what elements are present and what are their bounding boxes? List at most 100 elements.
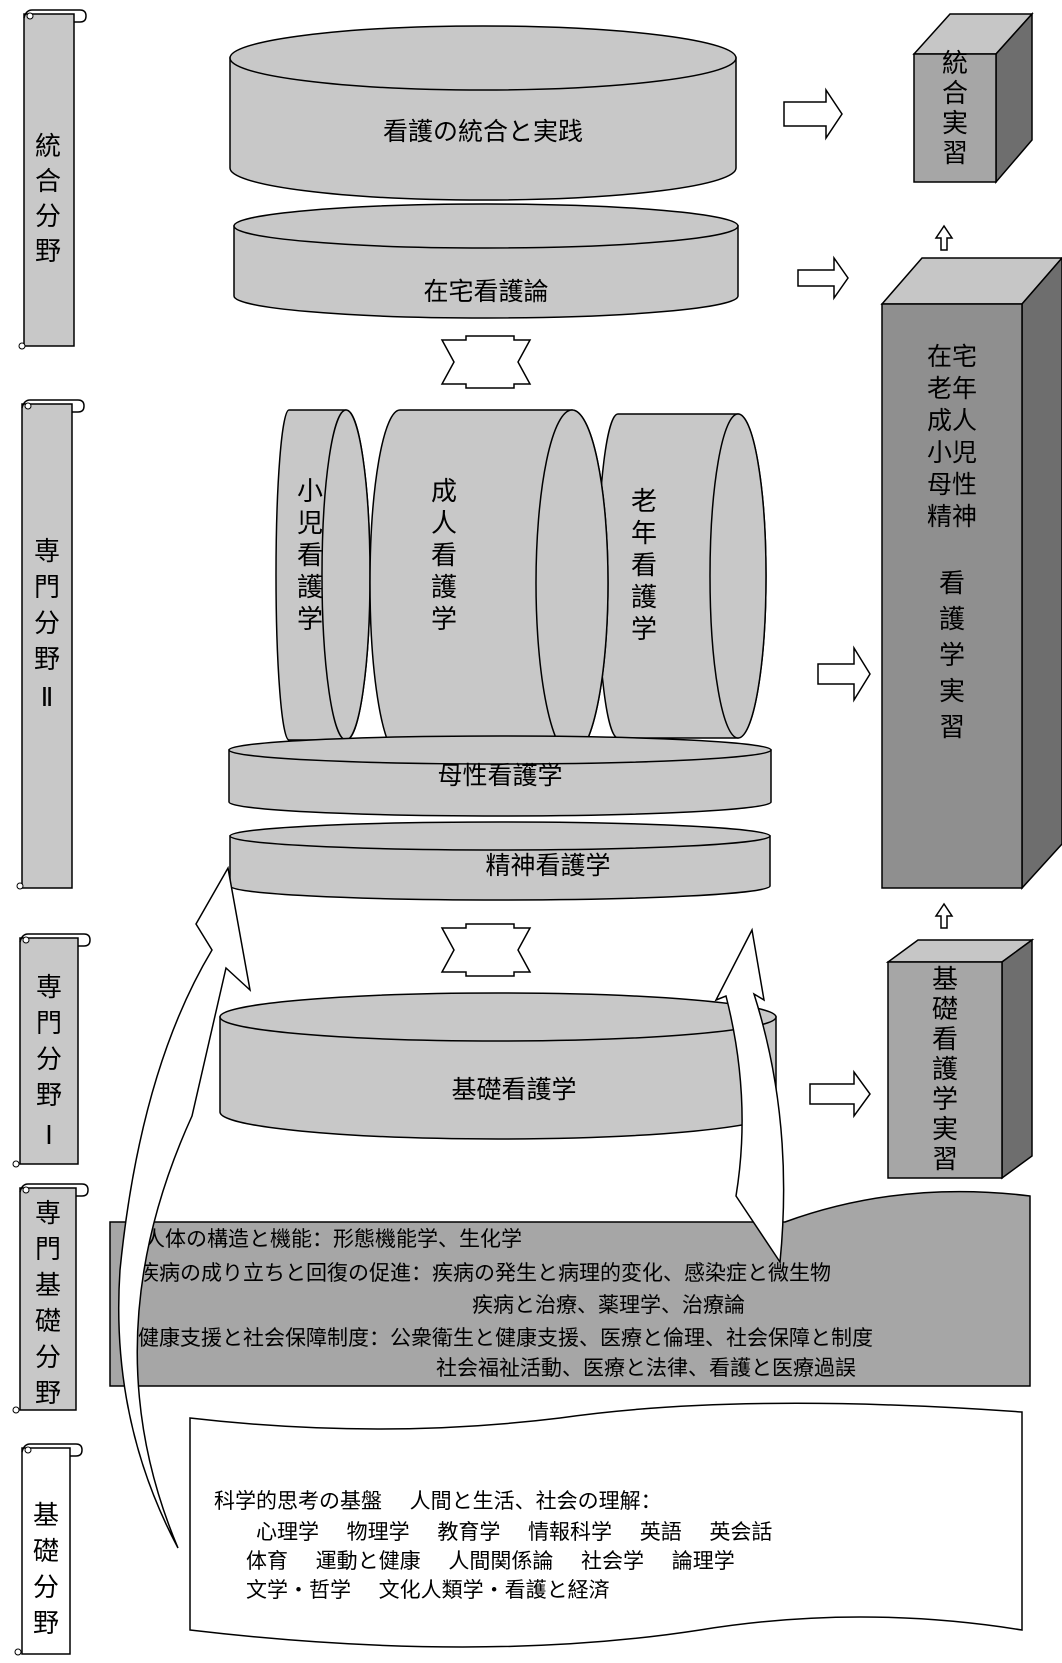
side-label-tougou-text: 統 合 分 野 bbox=[35, 132, 61, 267]
cylinders-geriatric-char-2: 看 bbox=[631, 551, 657, 581]
cylinder-geriatric-label: 老 年 看 護 学 bbox=[631, 487, 657, 645]
side-labels-senmon1-char-2: 分 bbox=[36, 1045, 62, 1075]
practicum-fundamental-char-6: 習 bbox=[932, 1145, 958, 1175]
banner-specialized-basics: 人体の構造と機能：形態機能学、生化学 疾病の成り立ちと回復の促進：疾病の発生と病… bbox=[109, 1190, 1031, 1387]
basic-field-line2: 心理学 物理学 教育学 情報科学 英語 英会話 bbox=[256, 1520, 772, 1544]
practicum-combined-suffix-char-2: 学 bbox=[939, 641, 965, 671]
practicum-combined-suffix-char-1: 護 bbox=[939, 605, 965, 635]
double-arrow-upper bbox=[440, 335, 532, 389]
combined-line-5: 精神 bbox=[927, 502, 977, 531]
side-labels-tougou-char-0: 統 bbox=[35, 132, 61, 162]
arrow-right-combined bbox=[817, 645, 871, 703]
combined-line-3: 小児 bbox=[927, 438, 977, 467]
side-labels-tougou-char-2: 分 bbox=[35, 202, 61, 232]
practicum-combined-suffix-char-4: 習 bbox=[939, 713, 965, 743]
side-labels-tougou-char-3: 野 bbox=[35, 237, 61, 267]
cylinders-geriatric-char-1: 年 bbox=[631, 519, 657, 549]
combined-practicum-suffix: 看 護 学 実 習 bbox=[939, 569, 965, 743]
practicum-combined-suffix-char-3: 実 bbox=[939, 677, 965, 707]
cylinders-pediatric-char-3: 護 bbox=[297, 573, 323, 603]
arrow-up-to-integration bbox=[934, 224, 954, 251]
specialized-basics-line3: 疾病と治療、薬理学、治療論 bbox=[472, 1293, 745, 1317]
side-label-senmon1: 専 門 分 野 Ⅰ bbox=[12, 933, 91, 1168]
arrow-right-home-care bbox=[797, 255, 849, 301]
side-labels-kiso-char-1: 礎 bbox=[33, 1537, 59, 1567]
box-practicum-combined: 在宅 老年 成人 小児 母性 精神 看 護 学 実 習 bbox=[880, 256, 1062, 890]
cylinder-adult-label: 成 人 看 護 学 bbox=[431, 477, 457, 635]
side-labels-senmon2-char-4: Ⅱ bbox=[41, 683, 54, 713]
box-practicum-fundamental: 基 礎 看 護 学 実 習 bbox=[885, 938, 1035, 1180]
arrow-right-integration bbox=[783, 87, 843, 141]
side-label-senmon2: 専 門 分 野 Ⅱ bbox=[16, 399, 85, 890]
double-arrow-lower bbox=[440, 923, 532, 977]
cylinder-adult bbox=[369, 409, 609, 757]
cylinders-adult-char-1: 人 bbox=[431, 509, 457, 539]
cylinder-pediatric bbox=[275, 409, 371, 741]
side-labels-kiso-char-2: 分 bbox=[33, 1573, 59, 1603]
side-labels-kiso-char-3: 野 bbox=[33, 1609, 59, 1639]
curved-arrow-right bbox=[714, 927, 785, 1265]
side-labels-senmon-kiso-char-4: 分 bbox=[35, 1343, 61, 1373]
cylinder-pediatric-label: 小 児 看 護 学 bbox=[297, 477, 323, 635]
scroll-basic-field: 科学的思考の基盤 人間と生活、社会の理解： 心理学 物理学 教育学 情報科学 英… bbox=[189, 1402, 1023, 1648]
side-labels-senmon2-char-2: 分 bbox=[34, 609, 60, 639]
specialized-basics-line1: 人体の構造と機能：形態機能学、生化学 bbox=[144, 1227, 522, 1251]
cylinders-adult-char-4: 学 bbox=[431, 605, 457, 635]
cylinder-integration: 看護の統合と実践 bbox=[229, 25, 737, 201]
practicum-fundamental-char-5: 実 bbox=[932, 1115, 958, 1145]
specialized-basics-line5: 社会福祉活動、医療と法律、看護と医療過誤 bbox=[436, 1356, 856, 1380]
practicum-integration-char-3: 習 bbox=[942, 139, 968, 169]
side-labels-senmon-kiso-char-3: 礎 bbox=[35, 1307, 61, 1337]
cylinders-pediatric-char-1: 児 bbox=[297, 509, 323, 539]
practicum-fundamental-char-4: 学 bbox=[932, 1085, 958, 1115]
practicum-fundamental-char-1: 礎 bbox=[932, 995, 958, 1025]
arrow-right-fundamental bbox=[809, 1069, 871, 1119]
cylinder-home-care-label: 在宅看護論 bbox=[423, 277, 548, 306]
combined-line-4: 母性 bbox=[927, 470, 977, 499]
specialized-basics-line4: 健康支援と社会保障制度：公衆衛生と健康支援、医療と倫理、社会保障と制度 bbox=[138, 1326, 873, 1350]
cylinder-fundamental-label: 基礎看護学 bbox=[451, 1075, 576, 1104]
cylinder-psychiatric-label: 精神看護学 bbox=[485, 851, 610, 880]
cylinder-maternal-label: 母性看護学 bbox=[437, 761, 562, 790]
side-label-senmon-kiso-text: 専 門 基 礎 分 野 bbox=[35, 1199, 61, 1409]
side-label-kiso: 基 礎 分 野 bbox=[14, 1443, 83, 1656]
basic-field-line4: 文学・哲学 文化人類学・看護と経済 bbox=[246, 1578, 610, 1602]
arrow-up-to-combined bbox=[934, 902, 954, 929]
side-labels-senmon1-char-4: Ⅰ bbox=[45, 1121, 53, 1151]
cylinders-adult-char-0: 成 bbox=[431, 477, 457, 507]
side-labels-senmon-kiso-char-1: 門 bbox=[35, 1235, 61, 1265]
practicum-integration-char-0: 統 bbox=[942, 49, 968, 79]
cylinder-geriatric bbox=[597, 413, 767, 739]
side-label-tougou: 統 合 分 野 bbox=[18, 9, 87, 350]
side-labels-tougou-char-1: 合 bbox=[35, 167, 61, 197]
side-labels-senmon1-char-1: 門 bbox=[36, 1009, 62, 1039]
practicum-fundamental-char-2: 看 bbox=[932, 1025, 958, 1055]
cylinder-home-care: 在宅看護論 bbox=[233, 203, 739, 319]
side-labels-senmon-kiso-char-0: 専 bbox=[35, 1199, 61, 1229]
cylinders-adult-char-2: 看 bbox=[431, 541, 457, 571]
basic-field-line1: 科学的思考の基盤 人間と生活、社会の理解： bbox=[214, 1489, 662, 1513]
combined-practicum-fields: 在宅 老年 成人 小児 母性 精神 bbox=[927, 342, 977, 531]
side-label-senmon2-text: 専 門 分 野 Ⅱ bbox=[34, 537, 60, 713]
cylinders-geriatric-char-3: 護 bbox=[631, 583, 657, 613]
cylinder-integration-label: 看護の統合と実践 bbox=[383, 117, 583, 146]
side-label-senmon-kiso: 専 門 基 礎 分 野 bbox=[12, 1183, 89, 1414]
side-labels-senmon1-char-0: 専 bbox=[36, 973, 62, 1003]
practicum-fundamental-char-3: 護 bbox=[932, 1055, 958, 1085]
side-labels-senmon-kiso-char-2: 基 bbox=[35, 1271, 61, 1301]
cylinders-geriatric-char-0: 老 bbox=[631, 487, 657, 517]
cylinders-pediatric-char-4: 学 bbox=[297, 605, 323, 635]
cylinders-pediatric-char-0: 小 bbox=[297, 477, 323, 507]
cylinders-geriatric-char-4: 学 bbox=[631, 615, 657, 645]
cylinder-fundamental: 基礎看護学 bbox=[219, 992, 777, 1140]
cylinders-adult-char-3: 護 bbox=[431, 573, 457, 603]
combined-line-0: 在宅 bbox=[927, 342, 977, 371]
practicum-combined-suffix-char-0: 看 bbox=[939, 569, 965, 599]
specialized-basics-line2: 疾病の成り立ちと回復の促進：疾病の発生と病理的変化、感染症と微生物 bbox=[138, 1261, 831, 1285]
box-practicum-integration: 統 合 実 習 bbox=[912, 12, 1034, 185]
side-labels-senmon2-char-3: 野 bbox=[34, 645, 60, 675]
side-label-kiso-text: 基 礎 分 野 bbox=[33, 1501, 59, 1639]
cylinder-maternal: 母性看護学 bbox=[228, 735, 772, 817]
